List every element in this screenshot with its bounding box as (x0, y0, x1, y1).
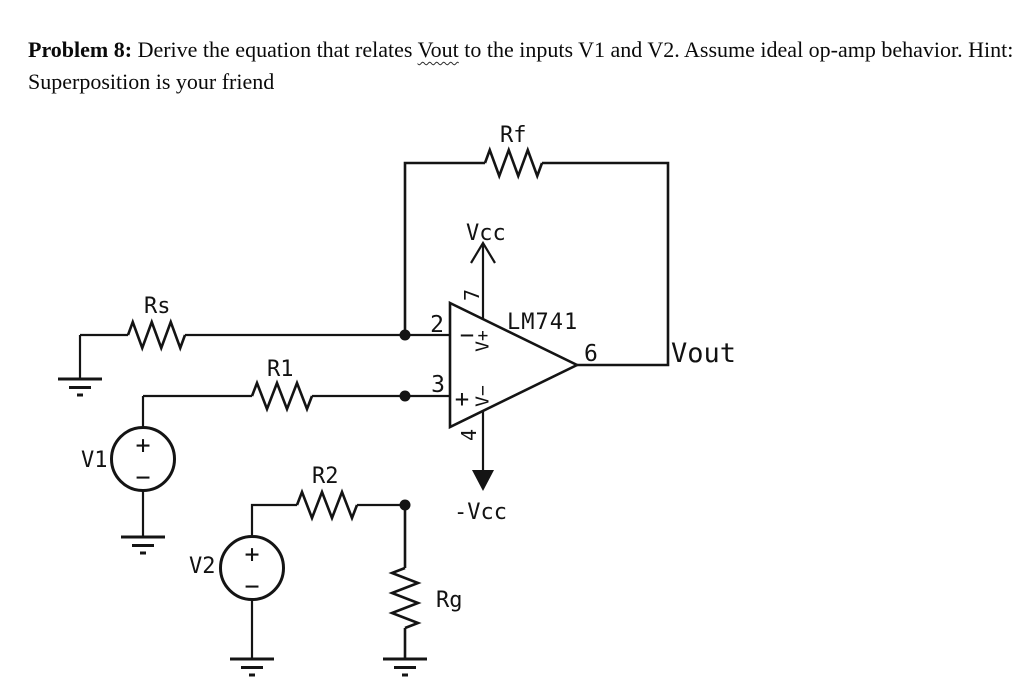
v2-minus-mark: − (244, 572, 259, 601)
rf-resistor (483, 146, 544, 180)
vcc-label: Vcc (466, 221, 506, 246)
rs-label: Rs (144, 294, 171, 319)
problem-text-before: Derive the equation that relates (132, 37, 418, 62)
noninverting-input-plus-mark: + (455, 385, 469, 413)
pin-7-number: 7 (460, 289, 484, 301)
v1-label: V1 (81, 448, 108, 473)
ground-symbol-rs (58, 377, 102, 397)
r1-label: R1 (267, 357, 294, 382)
junction-pin3-node (399, 390, 411, 402)
problem-text-after: to the inputs V1 and V2. Assume ideal op… (28, 37, 1019, 94)
r2-wire (250, 503, 405, 537)
vplus-rail-mark: V+ (473, 330, 494, 352)
r2-resistor (295, 488, 359, 522)
vminus-rail-mark: V− (473, 385, 494, 407)
neg-vcc-arrow-icon (472, 470, 494, 491)
rg-resistor (388, 566, 422, 630)
problem-number-label: Problem 8: (28, 37, 133, 62)
pin-3-number: 3 (431, 372, 445, 398)
pin-4-number: 4 (457, 429, 481, 441)
opamp-triangle (448, 300, 580, 430)
vout-word-wavy-underline: Vout (417, 37, 459, 62)
vout-label: Vout (671, 338, 736, 369)
rs-resistor (126, 318, 187, 352)
v2-plus-mark: + (244, 540, 259, 569)
rg-label: Rg (436, 588, 463, 613)
neg-vcc-label: -Vcc (454, 500, 507, 525)
ground-symbol-v1 (121, 535, 165, 555)
problem-statement: Problem 8: Derive the equation that rela… (28, 34, 1016, 98)
opamp-part-label: LM741 (507, 310, 578, 335)
v2-label: V2 (189, 554, 216, 579)
pin-2-number: 2 (430, 312, 444, 338)
r2-label: R2 (312, 464, 339, 489)
vcc-arrow-icon (470, 240, 496, 264)
ground-symbol-rg (383, 657, 427, 677)
pin-6-number: 6 (584, 341, 598, 367)
rf-label: Rf (500, 123, 527, 148)
v1-plus-mark: + (135, 431, 150, 460)
feedback-loop-wire (403, 161, 670, 367)
inverting-input-minus-mark: − (460, 321, 474, 349)
r1-resistor (250, 379, 314, 413)
ground-symbol-v2 (230, 657, 274, 677)
junction-pin2-node (399, 329, 411, 341)
v1-minus-mark: − (135, 463, 150, 492)
junction-r2-rg-node (399, 499, 411, 511)
